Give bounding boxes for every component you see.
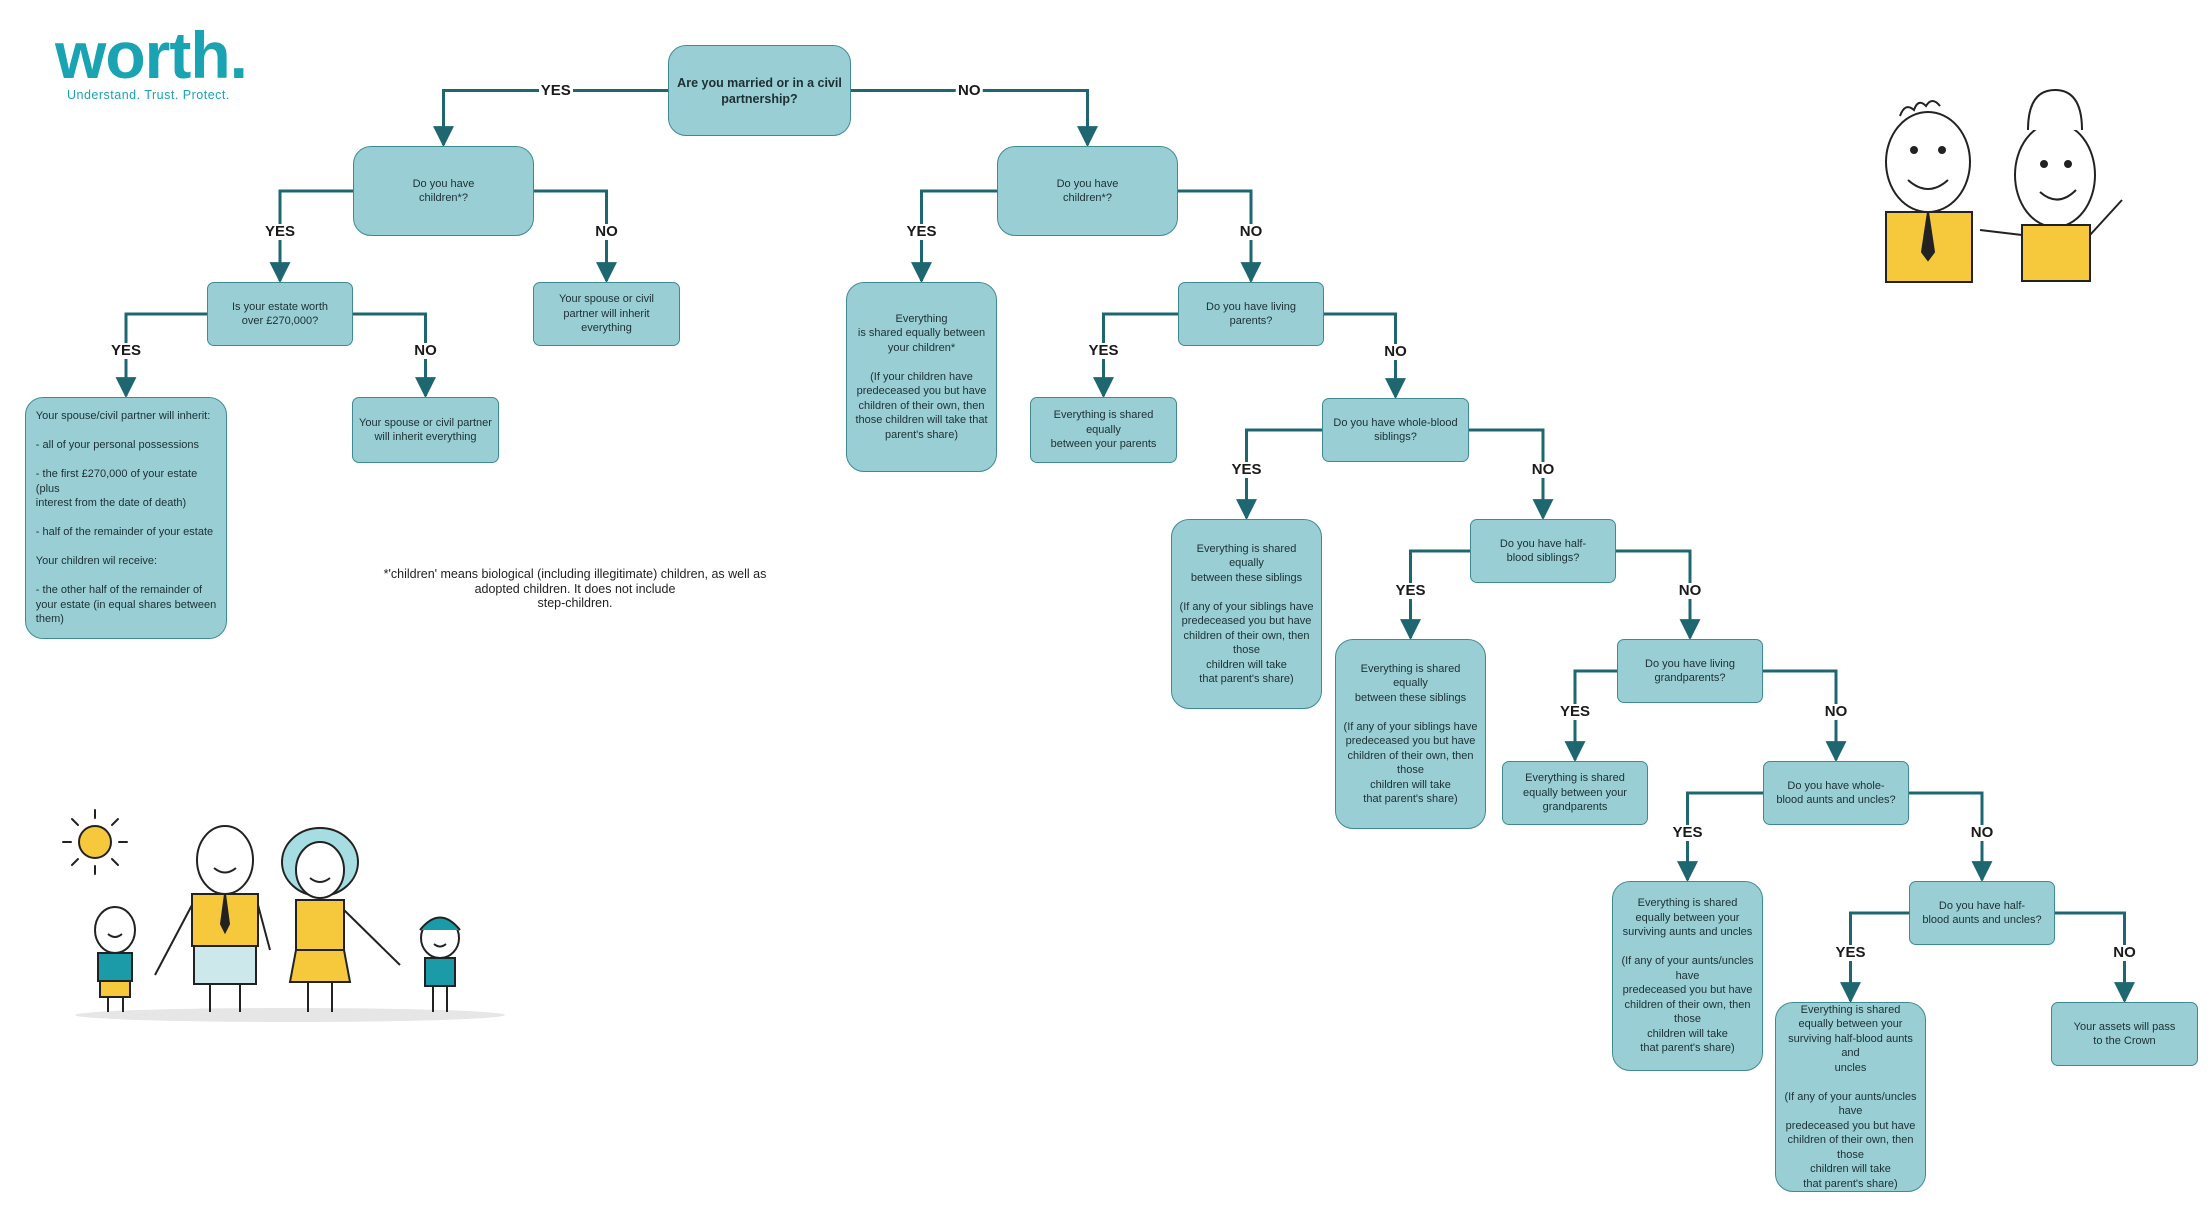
woman-figure [1979, 88, 2123, 282]
no-label: NO [2111, 944, 2138, 962]
connector-estate-spouse_all2 [353, 312, 436, 399]
node-half-au-share: Everything is shared equally between you… [1775, 1002, 1926, 1192]
node-spouse-all2: Your spouse or civil partner will inheri… [352, 397, 499, 463]
girl-figure [419, 916, 461, 1012]
connector-kids_u-parents_q [1178, 189, 1262, 284]
connector-half_au_q-half_au_share [1840, 911, 1909, 1004]
logo-wordmark: worth. [55, 18, 248, 92]
man-figure [1885, 100, 1973, 283]
node-text: Do you have whole- blood aunts and uncle… [1776, 779, 1896, 807]
no-label: NO [1822, 702, 1850, 720]
node-whole-au-share: Everything is shared equally between you… [1612, 881, 1763, 1071]
no-label: NO [956, 81, 983, 99]
node-parents-share: Everything is shared equally between you… [1030, 397, 1177, 463]
node-text: Your assets will pass to the Crown [2073, 1020, 2176, 1048]
node-text: Your spouse or civil partner will inheri… [359, 416, 492, 444]
node-text: Everything is shared equally between you… [855, 312, 988, 441]
node-estate: Is your estate worth over £270,000? [207, 282, 353, 346]
children-footnote: *'children' means biological (including … [383, 567, 767, 610]
no-label: NO [1237, 222, 1265, 240]
yes-label: YES [1393, 581, 1428, 599]
node-text: Do you have half- blood siblings? [1499, 537, 1587, 565]
node-text: Do you have living grandparents? [1645, 657, 1735, 685]
yes-label: YES [1229, 461, 1264, 479]
connector-whole_au_q-whole_au_share [1677, 791, 1763, 883]
node-whole-sib-q: Do you have whole-blood siblings? [1322, 398, 1469, 462]
node-kids-u: Do you have children*? [997, 146, 1178, 236]
node-children-share: Everything is shared equally between you… [846, 282, 997, 472]
connector-root-kids_u [851, 89, 1098, 148]
node-whole-au-q: Do you have whole- blood aunts and uncle… [1763, 761, 1909, 825]
yes-label: YES [904, 222, 939, 240]
node-whole-sib-share: Everything is shared equally between the… [1171, 519, 1322, 709]
no-label: NO [1676, 581, 1704, 599]
connector-whole_sib_q-whole_sib_share [1236, 428, 1322, 521]
node-text: Do you have whole-blood siblings? [1333, 416, 1458, 444]
node-gp-share: Everything is shared equally between you… [1502, 761, 1648, 825]
node-text: Everything is shared equally between you… [1784, 1003, 1917, 1190]
couple-illustration [1885, 88, 2123, 283]
node-kids-m: Do you have children*? [353, 146, 534, 236]
node-text: Do you have half- blood aunts and uncles… [1922, 899, 2042, 927]
no-label: NO [593, 222, 620, 240]
node-text: Is your estate worth over £270,000? [232, 300, 328, 328]
node-text: Your spouse/civil partner will inherit: … [35, 410, 217, 626]
yes-label: YES [538, 81, 573, 99]
connector-kids_m-spouse_all1 [534, 189, 617, 284]
node-text: Everything is shared equally between the… [1343, 662, 1478, 806]
yes-label: YES [1833, 944, 1868, 962]
worth-logo: worth. Understand. Trust. Protect. [55, 18, 248, 102]
connector-gp_q-whole_au_q [1763, 669, 1847, 763]
node-spouse-inherit: Your spouse/civil partner will inherit: … [25, 397, 227, 639]
connector-kids_u-children_share [911, 189, 997, 284]
node-root: Are you married or in a civil partnershi… [668, 45, 851, 136]
node-text: Are you married or in a civil partnershi… [677, 75, 842, 106]
node-text: Do you have living parents? [1206, 300, 1296, 328]
no-label: NO [1382, 342, 1409, 360]
node-spouse-all1: Your spouse or civil partner will inheri… [533, 282, 680, 346]
node-text: Your spouse or civil partner will inheri… [559, 293, 654, 335]
connector-half_sib_q-half_sib_share [1400, 549, 1470, 641]
yes-label: YES [1557, 702, 1593, 720]
connector-estate-spouse_inherit [115, 312, 207, 399]
node-text: Do you have children*? [1056, 177, 1119, 205]
no-label: NO [1968, 823, 1996, 841]
connector-root-kids_m [433, 89, 668, 148]
node-half-au-q: Do you have half- blood aunts and uncles… [1909, 881, 2055, 945]
no-label: NO [412, 342, 439, 360]
node-half-sib-share: Everything is shared equally between the… [1335, 639, 1486, 829]
logo-tagline: Understand. Trust. Protect. [67, 88, 230, 102]
node-text: Everything is shared equally between you… [1523, 772, 1627, 814]
mom-figure [281, 827, 401, 1012]
node-crown: Your assets will pass to the Crown [2051, 1002, 2198, 1066]
yes-label: YES [1086, 342, 1121, 360]
node-text: Do you have children*? [412, 177, 475, 205]
dad-figure [154, 825, 271, 1012]
node-text: Everything is shared equally between you… [1050, 409, 1157, 451]
connector-kids_m-estate [269, 189, 353, 284]
connector-half_sib_q-gp_q [1616, 549, 1701, 641]
no-label: NO [1529, 461, 1557, 479]
connector-whole_au_q-half_au_q [1909, 791, 1993, 883]
node-parents-q: Do you have living parents? [1178, 282, 1324, 346]
boy-figure [94, 906, 136, 1012]
connector-parents_q-parents_share [1093, 312, 1178, 399]
connector-half_au_q-crown [2055, 911, 2135, 1004]
node-text: Everything is shared equally between the… [1179, 542, 1314, 686]
yes-label: YES [108, 342, 144, 360]
node-text: Everything is shared equally between you… [1621, 897, 1754, 1055]
connector-parents_q-whole_sib_q [1324, 312, 1406, 400]
family-illustration [62, 809, 505, 1022]
yes-label: YES [1670, 823, 1705, 841]
sun-icon [62, 809, 128, 875]
node-half-sib-q: Do you have half- blood siblings? [1470, 519, 1616, 583]
connector-gp_q-gp_share [1564, 669, 1617, 763]
yes-label: YES [262, 222, 298, 240]
connector-whole_sib_q-half_sib_q [1469, 428, 1554, 521]
node-gp-q: Do you have living grandparents? [1617, 639, 1763, 703]
